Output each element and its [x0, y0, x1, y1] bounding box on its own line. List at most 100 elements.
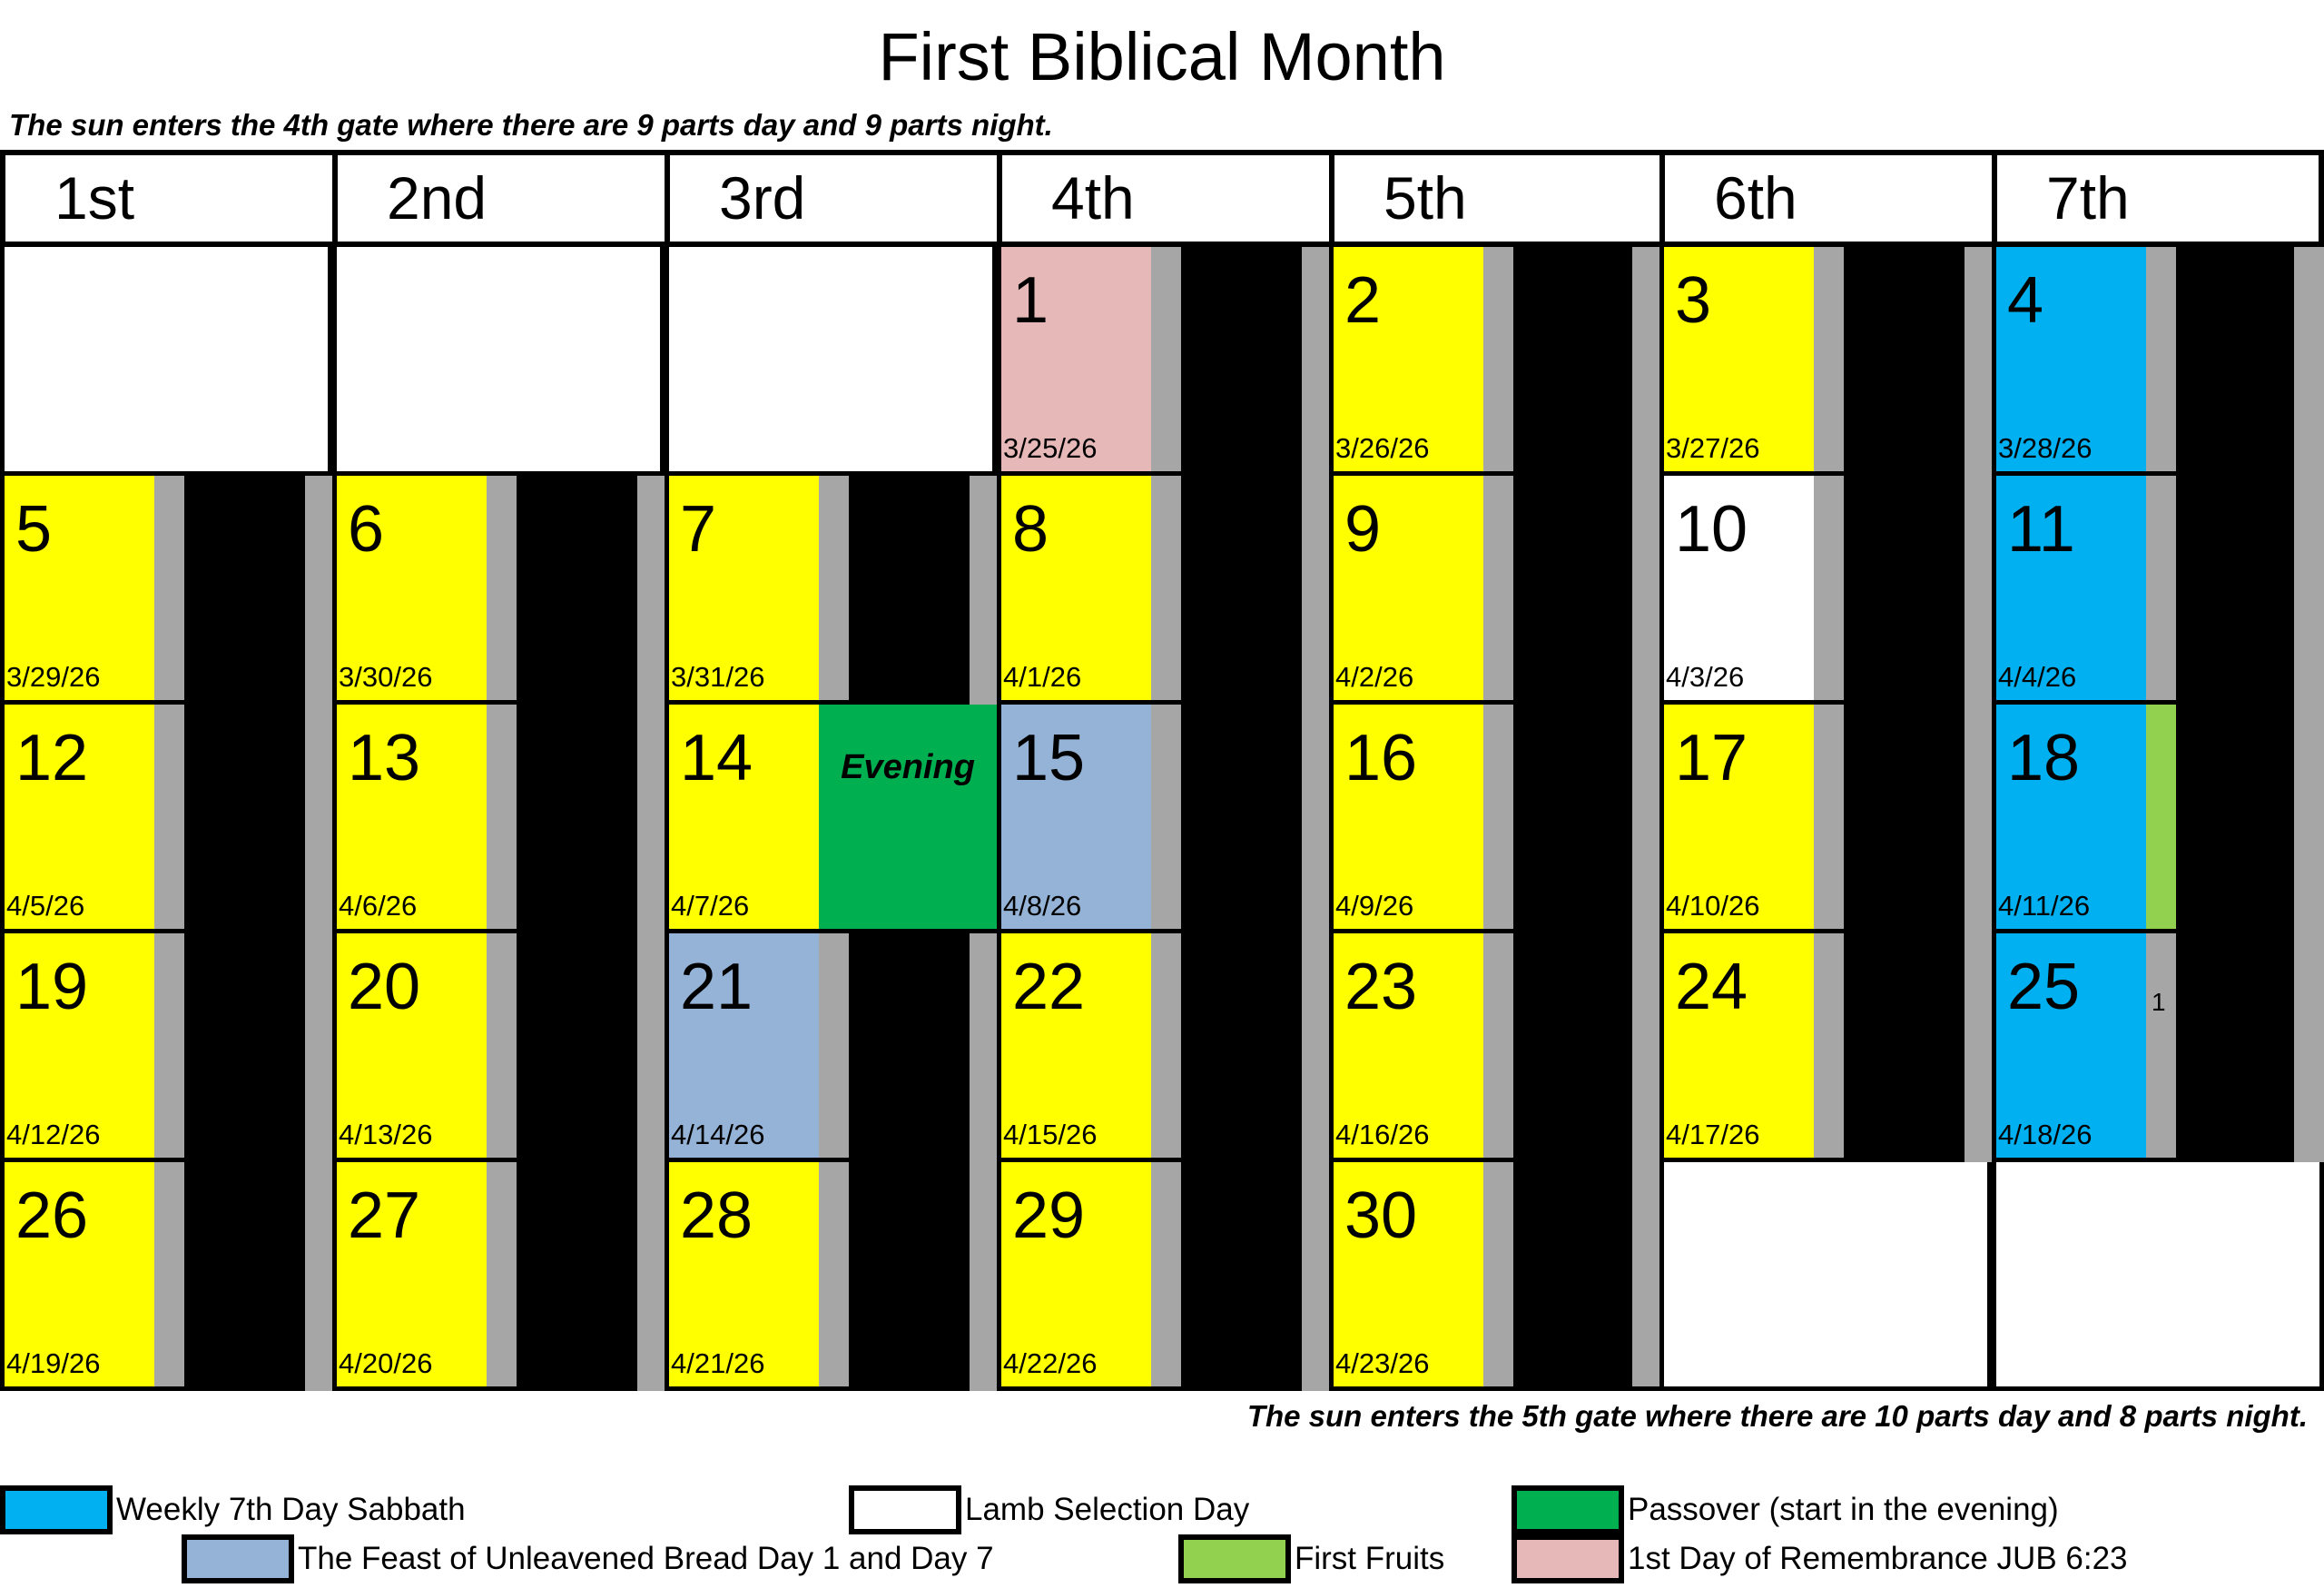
twilight-bar	[1632, 247, 1659, 471]
gregorian-date: 4/22/26	[1003, 1347, 1098, 1379]
legend-item: First Fruits	[1178, 1534, 1444, 1583]
twilight-bar	[154, 476, 184, 705]
day-number: 7	[680, 493, 717, 566]
twilight-bar	[1814, 476, 1844, 705]
night-part	[2176, 247, 2294, 476]
twilight-bar	[2146, 476, 2176, 705]
twilight-bar	[154, 1162, 184, 1391]
empty-day-box	[1659, 1162, 1992, 1391]
twilight-bar	[819, 1162, 849, 1391]
calendar-day-cell[interactable]: 22 4/15/26	[970, 933, 1329, 1162]
gregorian-date: 3/25/26	[1003, 432, 1098, 464]
twilight-bar	[305, 476, 332, 700]
calendar-day-cell[interactable]: 9 4/2/26	[1302, 476, 1661, 705]
twilight-bar	[1483, 933, 1513, 1162]
gregorian-date: 3/29/26	[6, 661, 101, 693]
twilight-bar	[1814, 247, 1844, 476]
twilight-bar	[154, 705, 184, 933]
gregorian-date: 4/11/26	[1998, 890, 2091, 922]
twilight-bar	[487, 1162, 517, 1391]
twilight-bar	[1302, 705, 1329, 929]
twilight-bar	[305, 1162, 332, 1386]
twilight-bar	[1151, 1162, 1181, 1391]
twilight-bar	[1632, 705, 1659, 929]
twilight-bar	[1483, 247, 1513, 476]
twilight-bar	[1151, 933, 1181, 1162]
twilight-bar	[1965, 476, 1992, 700]
day-number: 6	[348, 493, 385, 566]
empty-day-box	[332, 247, 665, 476]
twilight-bar	[1814, 933, 1844, 1162]
twilight-bar	[1151, 705, 1181, 933]
gregorian-date: 4/21/26	[671, 1347, 765, 1379]
first-fruits-bar	[2146, 705, 2176, 933]
twilight-bar	[1151, 476, 1181, 705]
twilight-bar	[305, 705, 332, 929]
twilight-bar	[1302, 1162, 1329, 1386]
day-number: 9	[1344, 493, 1382, 566]
legend-item: The Feast of Unleavened Bread Day 1 and …	[182, 1534, 994, 1583]
gregorian-date: 4/1/26	[1003, 661, 1082, 693]
calendar-day-cell[interactable]: 23 4/16/26	[1302, 933, 1661, 1162]
empty-day-cell	[1992, 1162, 2324, 1391]
day-number: 22	[1012, 951, 1086, 1023]
weekday-header-row: 1st 2nd 3rd 4th 5th 6th 7th	[0, 150, 2324, 247]
day-number: 23	[1344, 951, 1418, 1023]
gregorian-date: 4/15/26	[1003, 1119, 1098, 1150]
twilight-bar	[1632, 933, 1659, 1158]
gregorian-date: 4/5/26	[6, 890, 85, 922]
twilight-bar	[487, 476, 517, 705]
gregorian-date: 4/16/26	[1335, 1119, 1430, 1150]
day-number: 3	[1675, 264, 1712, 337]
legend-swatch	[1178, 1534, 1291, 1583]
legend-swatch	[849, 1485, 961, 1534]
gregorian-date: 4/3/26	[1666, 661, 1745, 693]
twilight-bar	[1632, 476, 1659, 700]
day-number: 2	[1344, 264, 1382, 337]
twilight-bar	[487, 705, 517, 933]
night-part	[2176, 705, 2294, 933]
twilight-bar	[2294, 476, 2324, 705]
legend-label: First Fruits	[1295, 1541, 1445, 1576]
gregorian-date: 4/2/26	[1335, 661, 1414, 693]
